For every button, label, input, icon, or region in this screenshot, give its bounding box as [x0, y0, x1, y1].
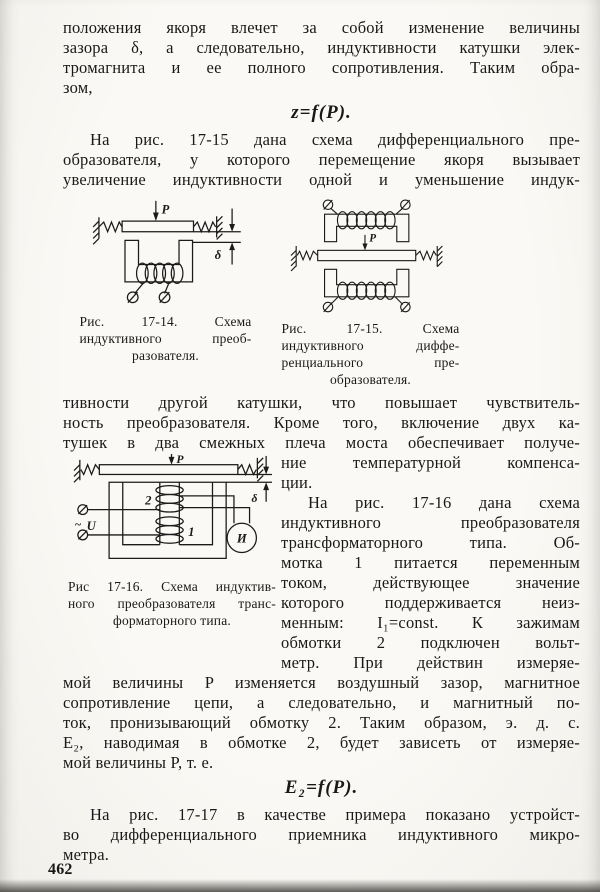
force-p-label: P: [176, 453, 184, 466]
text-line: ность преобразователя. Кроме того, включ…: [63, 413, 580, 432]
figure-17-15: P Рис. 17-15. Схема индуктивного диффе-ре…: [268, 197, 473, 388]
text-line: Рис. 17-14. Схема: [79, 314, 252, 329]
text-line: которого поддерживается неиз-: [281, 593, 580, 612]
text-line: ного преобразователя транс-: [68, 596, 276, 611]
text-line: Рис 17-16. Схема индуктив-: [68, 579, 276, 594]
text-line: На рис. 17-16 дана схема: [308, 493, 580, 512]
text-line: На рис. 17-15 дана схема дифференциально…: [90, 130, 580, 149]
figure-17-14: P δ Рис. 17-14. Схема индуктивного преоб-…: [63, 197, 268, 388]
text-line: индуктивного диффе-: [281, 338, 460, 353]
text-line: увеличение индуктивности одной и уменьше…: [63, 170, 580, 189]
text-line: мой величины P, т. е.: [63, 753, 214, 772]
text-line: ние температурной компенса-: [281, 453, 580, 472]
text-line: ток, пронизывающий обмотку 2. Таким обра…: [63, 713, 580, 732]
text-line: метр. При действин измеряе-: [281, 653, 580, 672]
figures-row: P δ Рис. 17-14. Схема индуктивного преоб-…: [63, 197, 580, 388]
text-line: во дифференциального приемника индуктивн…: [63, 825, 580, 844]
figure-17-15-diagram: P: [290, 199, 443, 313]
paragraph-5: На рис. 17-17 в качестве примера показан…: [63, 805, 580, 865]
paragraph-1: положения якоря влечет за собой изменени…: [63, 18, 580, 98]
formula-e2: E₂=f(P).: [284, 777, 359, 798]
text-line: мой величины P изменяется воздушный зазо…: [63, 673, 580, 692]
text-line: На рис. 17-17 в качестве примера показан…: [90, 805, 580, 824]
scan-bottom-shadow: [0, 879, 600, 892]
text-line: метра.: [63, 845, 110, 864]
figure-17-16-caption: Рис 17-16. Схема индуктив-ного преобразо…: [68, 578, 276, 629]
text-line: образователя.: [329, 372, 412, 387]
text-line: Рис. 17-15. Схема: [281, 321, 460, 336]
paragraph-3-continued: ние температурной компенса-ции.: [281, 453, 580, 493]
figure-17-16: P δ 2 1 ~ U И Рис 17-16. Схема индуктив-…: [63, 453, 281, 673]
figure-17-14-caption: Рис. 17-14. Схема индуктивного преоб-разо…: [80, 313, 252, 364]
text-line: зом,: [63, 78, 93, 97]
tilde-label: ~: [74, 518, 80, 531]
gap-delta-label: δ: [214, 248, 221, 262]
figure-text-wrap-row: P δ 2 1 ~ U И Рис 17-16. Схема индуктив-…: [63, 453, 580, 673]
figure-17-16-diagram: P δ 2 1 ~ U И: [73, 453, 272, 559]
right-text-column: ние температурной компенса-ции. На рис. …: [281, 453, 580, 673]
text-line: E₂, наводимая в обмотке 2, будет зависет…: [63, 733, 580, 752]
text-line: тушек в два смежных плеча моста обеспечи…: [63, 433, 580, 452]
text-line: образователя, у которого перемещение яко…: [63, 150, 580, 169]
page-number: 462: [48, 861, 73, 878]
text-line: ренциального пре-: [281, 355, 460, 370]
formula-z: z=f(P).: [291, 102, 352, 123]
paragraph-3: тивности другой катушки, что повышает чу…: [63, 393, 580, 453]
text-line: обмотки 2 подключен вольт-: [281, 633, 580, 652]
paragraph-4-continued: мой величины P изменяется воздушный зазо…: [63, 673, 580, 773]
winding-2-label: 2: [144, 494, 152, 508]
meter-label: И: [235, 532, 247, 546]
gap-delta-label: δ: [251, 492, 257, 505]
force-p-label: P: [161, 202, 169, 216]
text-line: сопротивление цепи, а следовательно, и м…: [63, 693, 580, 712]
text-line: тивности другой катушки, что повышает чу…: [63, 393, 580, 412]
text-line: индуктивного преоб-: [79, 331, 252, 346]
text-line: форматорного типа.: [113, 613, 231, 628]
text-line: менным: I₁=const. К зажимам: [281, 613, 580, 632]
text-line: током, действующее значение: [281, 573, 580, 592]
text-line: мотка 1 питается переменным: [281, 553, 580, 572]
text-line: положения якоря влечет за собой изменени…: [63, 18, 580, 37]
text-line: индуктивного преобразователя: [281, 513, 580, 532]
paragraph-2: На рис. 17-15 дана схема дифференциально…: [63, 130, 580, 190]
winding-1-label: 1: [188, 525, 195, 539]
voltage-u-label: U: [86, 519, 96, 533]
text-line: трансформаторного типа. Об-: [281, 533, 580, 552]
text-line: ции.: [281, 473, 313, 492]
text-line: разователя.: [132, 348, 199, 363]
text-line: тромагнита и ее полного сопротивления. Т…: [63, 58, 580, 77]
figure-17-15-caption: Рис. 17-15. Схема индуктивного диффе-ренц…: [282, 320, 460, 388]
figure-17-14-diagram: P δ: [92, 200, 241, 304]
text-line: зазора δ, а следовательно, индуктивности…: [63, 38, 580, 57]
force-p-label: P: [369, 233, 376, 245]
